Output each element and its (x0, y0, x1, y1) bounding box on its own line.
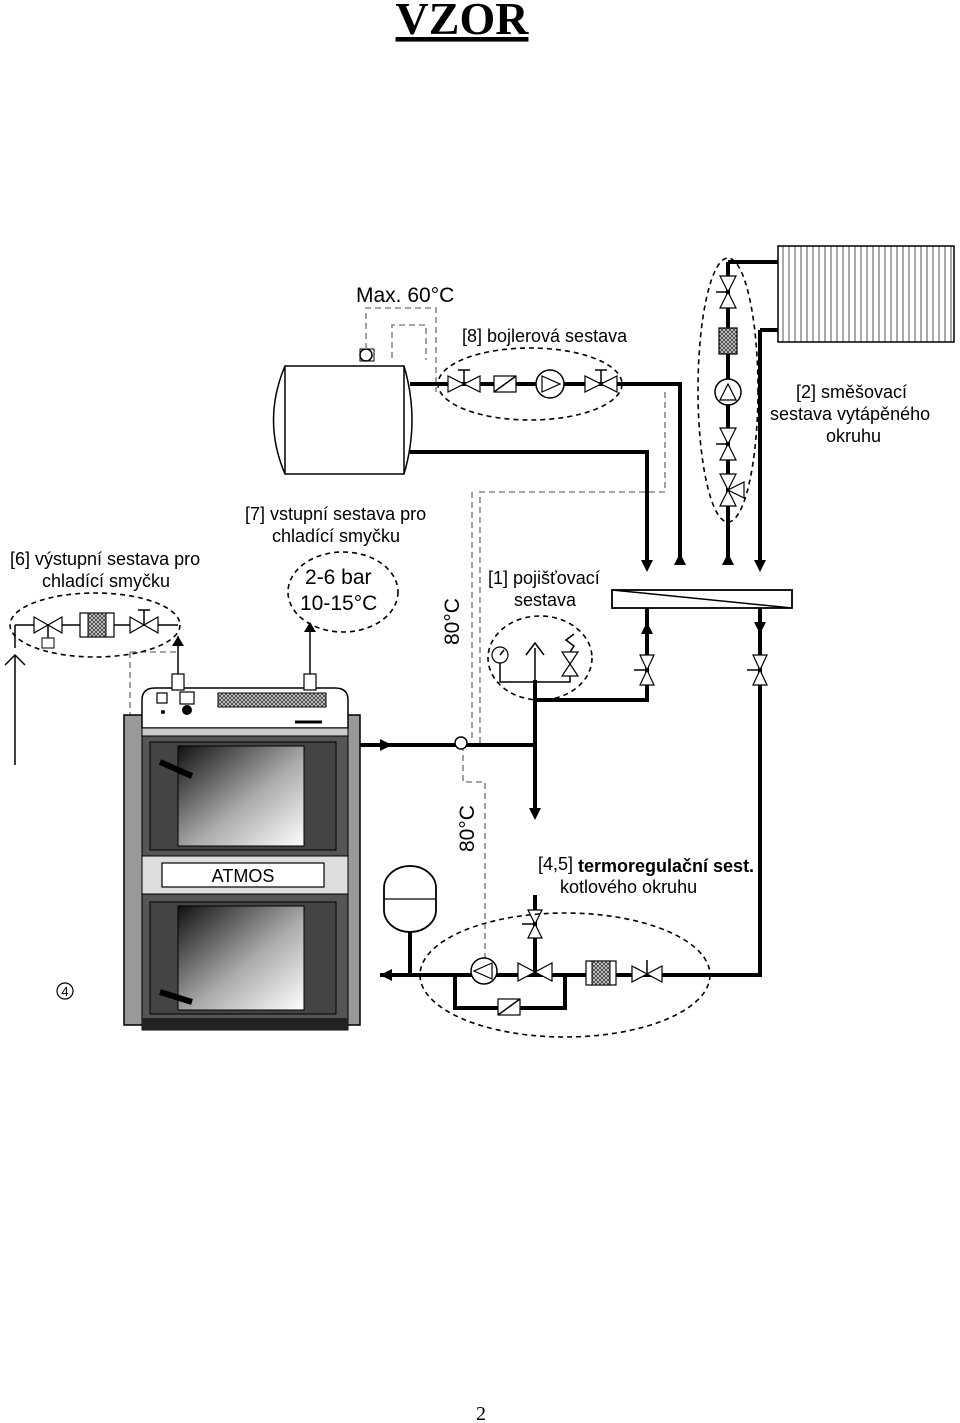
pressure-label: 2-6 bar (305, 566, 372, 589)
boiler-set-label: [8] bojlerová sestava (462, 326, 628, 346)
radiator (777, 245, 955, 343)
boiler: ATMOS (123, 673, 361, 1031)
boiler-brand: ATMOS (212, 866, 275, 886)
temp-range-label: 10-15°C (300, 592, 377, 615)
output-set-components (33, 609, 159, 649)
thermo-set-label-prefix: [4,5] (538, 854, 573, 874)
output-set-boundary (9, 592, 181, 658)
mixing-set-boundary (697, 257, 759, 523)
upper-door (177, 745, 305, 847)
marker-badge: 4 (56, 982, 74, 1000)
boiler-set-boundary (437, 347, 623, 421)
expansion-vessel (383, 865, 437, 933)
tank-sensor-icon (359, 348, 373, 362)
temp-80-lower-label: 80°C (456, 805, 479, 852)
page-number: 2 (476, 1403, 486, 1423)
input-set-label-2: chladící smyčku (272, 526, 400, 546)
thermo-set-label-2: kotlového okruhu (560, 877, 697, 897)
safety-set-boundary (487, 615, 593, 701)
mixing-filter-icon (718, 327, 738, 355)
thermo-set-label-1: termoregulační sest. (578, 856, 754, 876)
mixing-pump-icon (714, 378, 742, 406)
temp-80-upper-label: 80°C (441, 598, 464, 645)
svg-text:4: 4 (61, 984, 68, 999)
thermo-set-boundary (419, 912, 711, 1038)
thermo-set-components (470, 909, 663, 1016)
hot-water-tank (272, 348, 413, 475)
control-knob-icon (182, 705, 192, 715)
header-valves (634, 654, 768, 686)
brand-plate (161, 862, 325, 888)
boiler-set-components (447, 369, 618, 399)
hydraulic-header (611, 589, 793, 609)
input-set-label-1: [7] vstupní sestava pro (245, 504, 426, 524)
safety-set-label-1: [1] pojišťovací (488, 568, 600, 588)
input-set-boundary (287, 551, 399, 633)
pipes (4, 260, 778, 1010)
safety-set-components (491, 633, 580, 683)
supply-sensor-icon (454, 736, 468, 750)
mixing-set-label-1: [2] směšovací (796, 382, 907, 402)
page-title: VZOR (396, 0, 530, 44)
output-set-label-1: [6] výstupní sestava pro (10, 549, 200, 569)
mixing-set-label-3: okruhu (826, 426, 881, 446)
safety-set-label-2: sestava (514, 590, 577, 610)
control-display (217, 692, 327, 708)
mixing-set-label-2: sestava vytápěného (770, 404, 930, 424)
max-temp-label: Max. 60°C (356, 284, 454, 307)
flow-arrows (172, 553, 766, 981)
output-set-label-2: chladící smyčku (42, 571, 170, 591)
mixing-set-components (714, 275, 745, 507)
safety-valve-icon (560, 651, 580, 666)
control-switch-icon (156, 692, 168, 704)
tank-sensor-line (365, 307, 437, 392)
lower-door (177, 905, 305, 1011)
boiler-pump-icon (470, 957, 498, 985)
